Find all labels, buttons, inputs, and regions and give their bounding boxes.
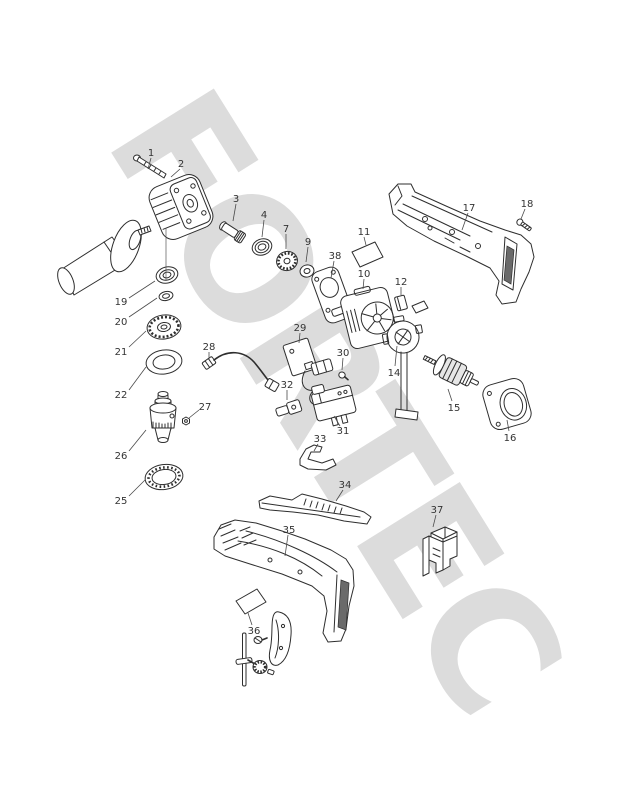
part-label-4: 4 (261, 210, 267, 221)
part-label-38: 38 (329, 251, 342, 262)
part-label-36: 36 (248, 626, 261, 637)
part-27-nut-drawing (182, 416, 190, 426)
part-label-34: 34 (339, 480, 352, 491)
leader-1 (147, 157, 152, 170)
part-label-7: 7 (283, 224, 289, 235)
leader-10 (362, 278, 365, 290)
part-34-lever-drawing (258, 493, 372, 525)
part-label-28: 28 (203, 342, 216, 353)
leader-20 (128, 297, 158, 318)
part-label-37: 37 (431, 505, 444, 516)
part-22-ring-drawing (145, 349, 183, 375)
leader-37 (432, 514, 437, 528)
leader-11 (363, 236, 367, 246)
part-7-gear-drawing (276, 250, 298, 272)
side-handle-drawing (57, 219, 152, 296)
leader-4 (261, 219, 265, 238)
part-26-chuck-drawing (149, 391, 177, 443)
part-30-screw-drawing (338, 371, 349, 381)
part-1-bolt-drawing (133, 154, 167, 179)
leader-16 (506, 419, 510, 432)
part-10-motor-field-drawing (340, 285, 398, 350)
part-label-32: 32 (281, 380, 294, 391)
leader-35 (284, 534, 289, 557)
leader-17 (461, 212, 469, 231)
part-31-switch-drawing (311, 384, 357, 427)
part-3-spindle-drawing (219, 221, 246, 244)
part-11-label-drawing (351, 241, 384, 268)
part-21-gear-drawing (146, 314, 182, 340)
part-25-ring-drawing (144, 463, 184, 491)
part-2-gear-housing-drawing (148, 174, 214, 240)
part-label-21: 21 (115, 347, 128, 358)
part-label-10: 10 (358, 269, 371, 280)
part-label-30: 30 (337, 348, 350, 359)
leader-22 (128, 366, 147, 391)
part-28-lead-wire-drawing (201, 351, 280, 392)
part-19-bearing-drawing (155, 266, 179, 284)
part-15-armature-drawing (422, 354, 479, 387)
part-label-33: 33 (314, 434, 327, 445)
chuck-key-drawing (235, 632, 275, 687)
leader-26 (128, 429, 147, 452)
part-37-terminal-block-drawing (422, 526, 458, 577)
part-label-22: 22 (115, 390, 128, 401)
part-label-35: 35 (283, 525, 296, 536)
part-9-bearing-drawing (299, 264, 315, 278)
part-label-17: 17 (463, 203, 476, 214)
part-label-18: 18 (521, 199, 534, 210)
part-label-31: 31 (337, 426, 350, 437)
brush-cover-drawing (268, 611, 292, 666)
part-label-19: 19 (115, 297, 128, 308)
leader-15 (447, 388, 453, 402)
part-label-14: 14 (388, 368, 401, 379)
leader-29 (298, 332, 301, 344)
leader-19 (128, 280, 156, 299)
leader-34 (335, 489, 344, 502)
part-label-1: 1 (148, 148, 154, 159)
part-label-16: 16 (504, 433, 517, 444)
part-20-washer-drawing (158, 290, 174, 302)
leader-9 (305, 246, 309, 263)
part-33-trigger-drawing (299, 444, 337, 471)
part-18-screw-drawing (516, 218, 532, 232)
leader-3 (232, 203, 237, 222)
leader-2 (170, 168, 181, 178)
part-12-brush-holder-drawing (394, 294, 429, 314)
part-label-20: 20 (115, 317, 128, 328)
part-36-label-drawing (235, 588, 268, 644)
part-label-29: 29 (294, 323, 307, 334)
leader-21 (128, 330, 147, 348)
part-32-lock-button-drawing (275, 399, 303, 417)
part-label-15: 15 (448, 403, 461, 414)
part-label-9: 9 (305, 237, 311, 248)
part-16-end-cover-drawing (482, 377, 532, 431)
leader-14 (394, 345, 398, 367)
part-label-2: 2 (178, 159, 184, 170)
leader-25 (128, 479, 146, 497)
part-14-baffle-drawing (381, 315, 423, 421)
part-label-27: 27 (199, 402, 212, 413)
part-4-bearing-drawing (251, 238, 273, 256)
part-label-3: 3 (233, 194, 239, 205)
leader-30 (341, 357, 344, 371)
part-label-25: 25 (115, 496, 128, 507)
leader-33 (313, 443, 319, 452)
part-29-pcb-drawing (282, 337, 334, 405)
leader-27 (188, 409, 200, 419)
leader-31 (333, 415, 341, 427)
leader-36 (247, 612, 253, 626)
leader-38 (330, 260, 335, 279)
leader-18 (520, 208, 526, 220)
leader-lines (128, 157, 526, 626)
part-label-26: 26 (115, 451, 128, 462)
part-label-11: 11 (358, 227, 371, 238)
part-17-housing-right-drawing (388, 183, 535, 305)
part-35-housing-left-drawing (213, 519, 355, 643)
part-label-12: 12 (395, 277, 408, 288)
